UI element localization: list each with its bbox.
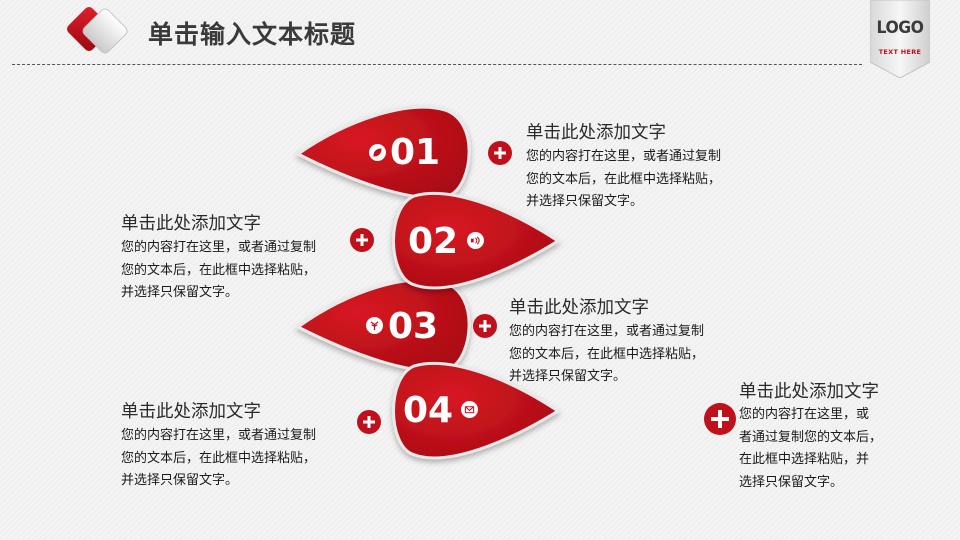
plus-icon [494,147,506,159]
add-note-button[interactable] [704,403,736,435]
logo-tag-shape [870,0,930,78]
add-item-03-button[interactable] [473,314,497,338]
leaf-icon [369,144,386,161]
mail-icon [461,401,478,418]
text-block-03: 单击此处添加文字 您的内容打在这里，或者通过复制您的文本后，在此框中选择粘贴，并… [509,294,704,389]
sound-icon [467,232,484,249]
text-block-body[interactable]: 您的内容打在这里，或者通过复制您的文本后，在此框中选择粘贴，并选择只保留文字。 [739,407,883,490]
plus-icon [363,416,375,428]
add-item-02-button[interactable] [350,228,374,252]
plus-icon [356,234,368,246]
text-block-heading[interactable]: 单击此处添加文字 [509,298,649,318]
text-block-note: 单击此处添加文字 您的内容打在这里，或者通过复制您的文本后，在此框中选择粘贴，并… [739,378,882,494]
text-block-04: 单击此处添加文字 您的内容打在这里，或者通过复制您的文本后，在此框中选择粘贴，并… [121,398,316,493]
add-item-04-button[interactable] [357,410,381,434]
slide-title: 单击输入文本标题 [148,20,357,49]
text-block-02: 单击此处添加文字 您的内容打在这里，或者通过复制您的文本后，在此框中选择粘贴，并… [121,210,316,305]
petal-03 [295,278,471,373]
title-diamond-icon [67,7,128,54]
petal-number-03: 03 [388,306,439,347]
text-block-01: 单击此处添加文字 您的内容打在这里，或者通过复制您的文本后，在此框中选择粘贴，并… [526,119,721,214]
text-block-heading[interactable]: 单击此处添加文字 [121,214,261,234]
text-block-body[interactable]: 您的内容打在这里，或者通过复制您的文本后，在此框中选择粘贴，并选择只保留文字。 [121,428,317,488]
text-block-heading[interactable]: 单击此处添加文字 [121,402,261,422]
text-block-body[interactable]: 您的内容打在这里，或者通过复制您的文本后，在此框中选择粘贴，并选择只保留文字。 [526,149,722,209]
logo-subtext: TEXT HERE [878,48,922,56]
text-block-heading[interactable]: 单击此处添加文字 [526,123,666,143]
text-block-heading[interactable]: 单击此处添加文字 [739,382,879,402]
text-block-body[interactable]: 您的内容打在这里，或者通过复制您的文本后，在此框中选择粘贴，并选择只保留文字。 [121,240,317,300]
antenna-icon [366,317,383,334]
header-divider [12,64,862,65]
petal-number-01: 01 [390,132,441,173]
plus-icon [479,320,491,332]
plus-icon [711,410,729,428]
petal-number-02: 02 [408,221,459,262]
petal-number-04: 04 [403,390,454,431]
text-block-body[interactable]: 您的内容打在这里，或者通过复制您的文本后，在此框中选择粘贴，并选择只保留文字。 [509,324,705,384]
add-item-01-button[interactable] [488,141,512,165]
logo-text: LOGO [876,18,924,38]
